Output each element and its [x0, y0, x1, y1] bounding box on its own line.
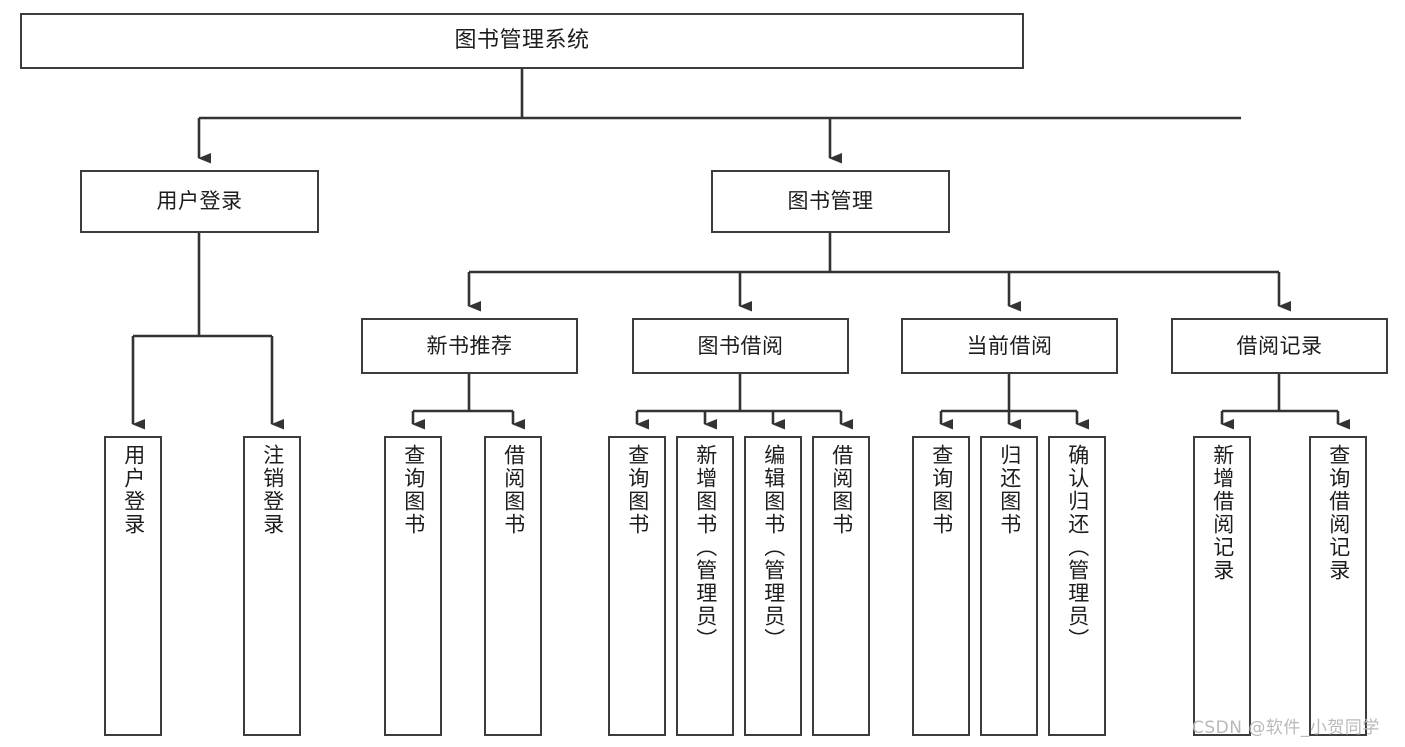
node-label: 注销登录: [260, 444, 285, 536]
node-current-borrow[interactable]: 当前借阅: [901, 318, 1118, 374]
leaf-user-login-login[interactable]: 用户登录: [104, 436, 162, 736]
leaf-record-add-record[interactable]: 新增借阅记录: [1193, 436, 1251, 736]
node-label: 图书借阅: [697, 333, 784, 358]
node-label: 图书管理系统: [454, 28, 590, 54]
node-label: 借阅图书: [501, 444, 526, 536]
node-label: 新增借阅记录: [1210, 444, 1235, 582]
leaf-borrow-borrow-book[interactable]: 借阅图书: [812, 436, 870, 736]
leaf-current-query-book[interactable]: 查询图书: [912, 436, 970, 736]
node-label: 查询图书: [625, 444, 650, 536]
leaf-current-return-book[interactable]: 归还图书: [980, 436, 1038, 736]
node-label: 图书管理: [787, 189, 874, 214]
leaf-current-confirm-return-admin[interactable]: 确认归还（管理员）: [1048, 436, 1106, 736]
leaf-borrow-edit-book-admin[interactable]: 编辑图书（管理员）: [744, 436, 802, 736]
node-label: 新书推荐: [426, 333, 513, 358]
node-label: 用户登录: [121, 444, 146, 536]
node-label: 编辑图书（管理员）: [761, 444, 786, 651]
node-new-book-recommend[interactable]: 新书推荐: [361, 318, 578, 374]
leaf-borrow-add-book-admin[interactable]: 新增图书（管理员）: [676, 436, 734, 736]
node-label: 查询借阅记录: [1326, 444, 1351, 582]
csdn-watermark: CSDN @软件_小贺同学: [1192, 718, 1380, 738]
node-book-borrow[interactable]: 图书借阅: [632, 318, 849, 374]
node-label: 新增图书（管理员）: [693, 444, 718, 651]
node-label: 借阅图书: [829, 444, 854, 536]
leaf-recommend-query-book[interactable]: 查询图书: [384, 436, 442, 736]
node-book-management[interactable]: 图书管理: [711, 170, 950, 233]
node-root-book-management-system[interactable]: 图书管理系统: [20, 13, 1024, 69]
node-label: 当前借阅: [966, 333, 1053, 358]
node-label: 确认归还（管理员）: [1065, 444, 1090, 651]
node-label: 用户登录: [156, 189, 243, 214]
leaf-user-login-logout[interactable]: 注销登录: [243, 436, 301, 736]
node-user-login[interactable]: 用户登录: [80, 170, 319, 233]
node-label: 查询图书: [929, 444, 954, 536]
leaf-record-query-record[interactable]: 查询借阅记录: [1309, 436, 1367, 736]
leaf-recommend-borrow-book[interactable]: 借阅图书: [484, 436, 542, 736]
node-borrow-record[interactable]: 借阅记录: [1171, 318, 1388, 374]
node-label: 查询图书: [401, 444, 426, 536]
leaf-borrow-query-book[interactable]: 查询图书: [608, 436, 666, 736]
node-label: 借阅记录: [1236, 333, 1323, 358]
node-label: 归还图书: [997, 444, 1022, 536]
